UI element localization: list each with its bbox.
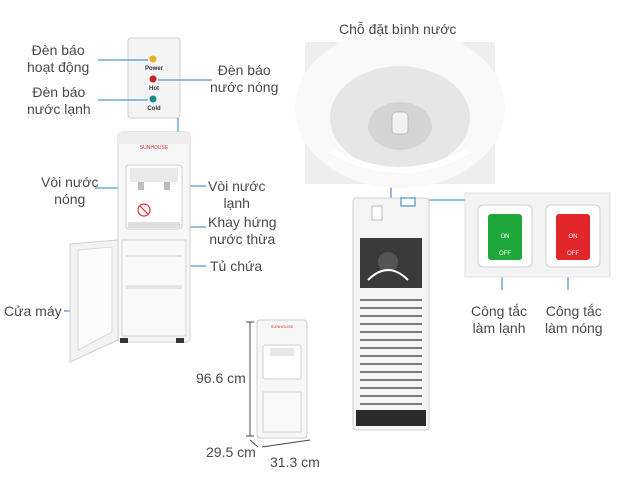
hot-tap-label: Vòi nước nóng — [41, 174, 99, 207]
cold-indicator-light — [149, 95, 157, 103]
dimension-illustration: SUNHOUSE — [246, 319, 311, 448]
cool-switch — [488, 214, 522, 260]
bottle-seat-label: Chỗ đặt bình nước — [339, 21, 457, 37]
door-label: Cửa máy — [4, 303, 62, 319]
switches-closeup: ON OFF ON OFF — [464, 192, 611, 278]
width-dimension: 31.3 cm — [270, 454, 320, 470]
svg-text:SUNHOUSE: SUNHOUSE — [140, 145, 169, 151]
heat-switch-off: OFF — [567, 251, 579, 257]
svg-text:SUNHOUSE: SUNHOUSE — [271, 324, 294, 329]
depth-dimension: 29.5 cm — [206, 444, 256, 460]
hot-indicator-light — [149, 75, 157, 83]
hot-indicator-label: Đèn báo nước nóng — [210, 62, 279, 95]
cold-tap-label: Vòi nước lạnh — [208, 178, 266, 211]
control-panel-closeup: Power Hot Cold — [127, 37, 181, 119]
panel-power-text: Power — [145, 66, 164, 72]
heat-switch-label: Công tắc làm nóng — [545, 303, 603, 336]
cold-indicator-label: Đèn báo nước lạnh — [27, 84, 91, 117]
power-indicator-light — [149, 55, 157, 63]
height-dimension: 96.6 cm — [196, 370, 246, 386]
cabinet-label: Tủ chứa — [210, 258, 263, 274]
cool-switch-on: ON — [501, 234, 510, 240]
bottle-seat-photo — [295, 28, 505, 188]
drip-tray-label: Khay hứng nước thừa — [208, 214, 277, 247]
heat-switch-on: ON — [569, 234, 578, 240]
panel-hot-text: Hot — [149, 86, 159, 92]
water-dispenser-main: SUNHOUSE — [69, 131, 191, 363]
panel-cold-text: Cold — [147, 106, 161, 112]
power-indicator-label: Đèn báo hoạt động — [27, 42, 90, 75]
cool-switch-label: Công tắc làm lạnh — [471, 303, 528, 336]
cool-switch-off: OFF — [499, 251, 511, 257]
heat-switch — [556, 214, 590, 260]
dispenser-rear-view — [352, 197, 430, 431]
